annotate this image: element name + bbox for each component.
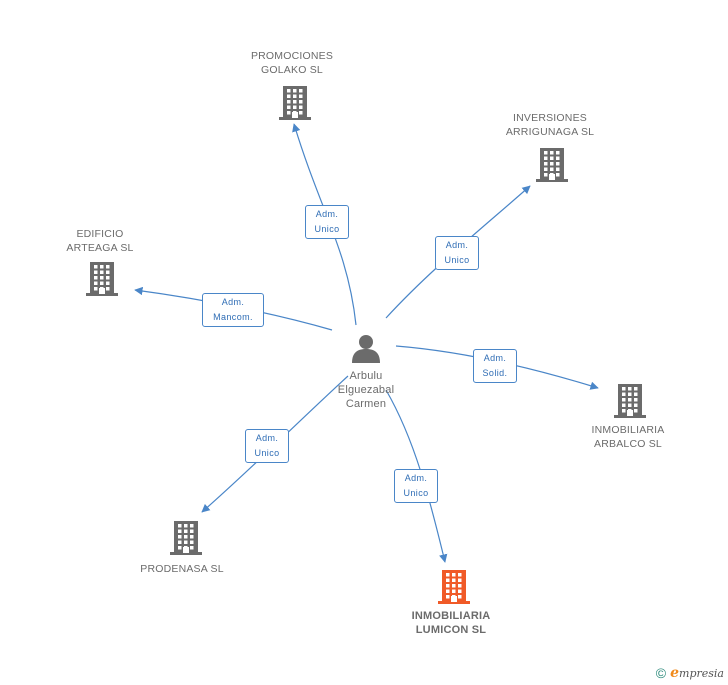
copyright-symbol: © [655, 665, 667, 681]
building-icon[interactable] [536, 148, 568, 182]
company-label-inversiones[interactable]: INVERSIONES ARRIGUNAGA SL [505, 112, 595, 138]
edge-label-promociones[interactable]: Adm. Unico [305, 205, 349, 239]
edge-label-inversiones[interactable]: Adm. Unico [435, 236, 479, 270]
edge-label-arbalco[interactable]: Adm. Solid. [473, 349, 517, 383]
building-icon[interactable] [86, 262, 118, 296]
company-label-edificio[interactable]: EDIFICIO ARTEAGA SL [66, 228, 134, 254]
edge-label-edificio[interactable]: Adm. Mancom. [202, 293, 264, 327]
building-icon[interactable] [438, 570, 470, 604]
building-icon[interactable] [170, 521, 202, 555]
edge-label-lumicon[interactable]: Adm. Unico [394, 469, 438, 503]
company-label-prodenasa[interactable]: PRODENASA SL [140, 563, 224, 575]
person-name[interactable]: Arbulu Elguezabal Carmen [337, 370, 395, 410]
brand-logo: empresia [670, 665, 724, 681]
footer-brand: © empresia [656, 665, 724, 681]
company-label-promociones[interactable]: PROMOCIONES GOLAKO SL [250, 50, 334, 76]
edge-label-prodenasa[interactable]: Adm. Unico [245, 429, 289, 463]
building-icon[interactable] [614, 384, 646, 418]
person-icon[interactable] [350, 333, 382, 363]
building-icon[interactable] [279, 86, 311, 120]
company-label-lumicon[interactable]: INMOBILIARIA LUMICON SL [411, 610, 491, 636]
company-label-arbalco[interactable]: INMOBILIARIA ARBALCO SL [591, 424, 665, 450]
